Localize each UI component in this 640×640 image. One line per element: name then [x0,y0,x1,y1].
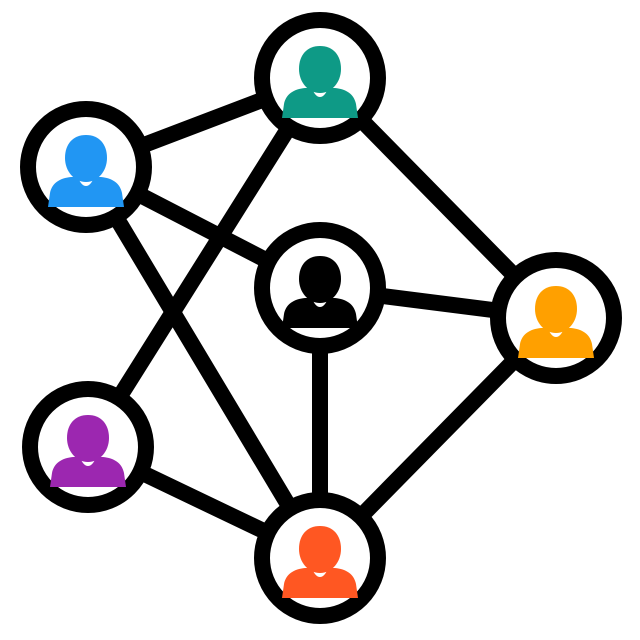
person-icon [282,256,358,328]
node-center [254,222,386,354]
edge-top-to-bottom-left [80,70,328,455]
person-icon [282,526,358,598]
edge-top-left-to-bottom [78,159,328,566]
person-icon [50,415,126,487]
person-icon [518,286,594,358]
node-right [490,252,622,384]
person-icon [48,135,124,207]
node-bottom [254,492,386,624]
node-bottom-left [22,381,154,513]
node-top-left [20,101,152,233]
nodes-layer [20,12,622,624]
node-top [254,12,386,144]
person-icon [282,46,358,118]
